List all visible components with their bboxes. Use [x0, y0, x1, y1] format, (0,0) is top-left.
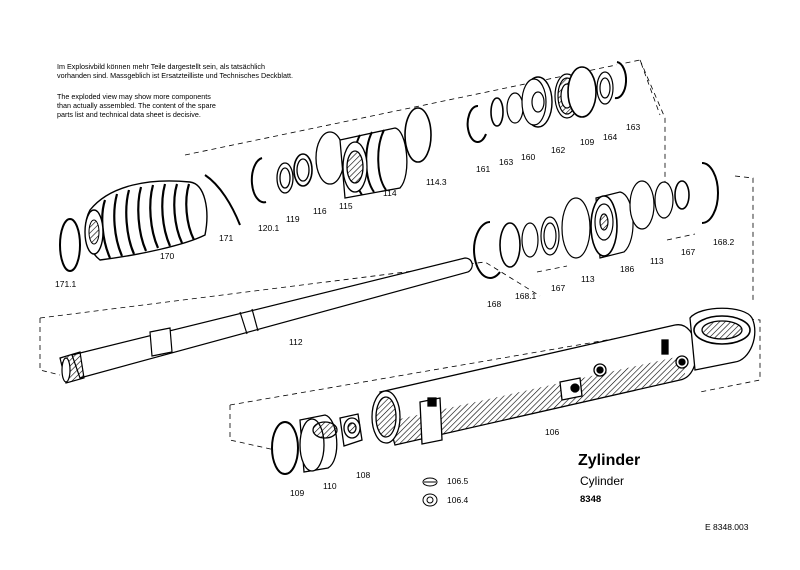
part-label-160: 160: [521, 152, 535, 162]
part-label-106-4: 106.4: [447, 495, 469, 505]
piston-group-right: [473, 162, 719, 279]
part-label-170: 170: [160, 251, 174, 261]
part-label-171-1: 171.1: [55, 279, 77, 289]
cylinder-body: [371, 307, 756, 446]
part-label-167-right: 167: [681, 247, 695, 257]
part-label-186: 186: [620, 264, 634, 274]
part-label-114: 114: [383, 188, 397, 198]
note-german: Im Explosivbild können mehr Teile darges…: [57, 62, 293, 80]
part-label-109-top: 109: [580, 137, 594, 147]
small-fastener-items: [422, 477, 438, 507]
part-label-162: 162: [551, 145, 565, 155]
part-label-167-left: 167: [551, 283, 565, 293]
part-label-168-1: 168.1: [515, 291, 537, 301]
part-label-161: 161: [476, 164, 490, 174]
part-label-119: 119: [286, 214, 300, 224]
part-label-120-1: 120.1: [258, 223, 280, 233]
note-english: The exploded view may show more componen…: [57, 92, 216, 119]
gland-group-bottom: [271, 413, 363, 475]
title-german: Zylinder: [578, 452, 641, 469]
note-german-line-1: Im Explosivbild können mehr Teile darges…: [57, 62, 266, 71]
part-label-164: 164: [603, 132, 617, 142]
piston-rod: [59, 257, 473, 384]
part-label-108: 108: [356, 470, 370, 480]
part-label-109-bottom: 109: [290, 488, 304, 498]
part-label-168: 168: [487, 299, 501, 309]
part-label-116: 116: [313, 206, 327, 216]
part-label-106: 106: [545, 427, 559, 437]
bellows-group: [59, 174, 241, 272]
part-label-168-2: 168.2: [713, 237, 735, 247]
part-label-115: 115: [339, 201, 353, 211]
part-label-163-right: 163: [626, 122, 640, 132]
note-german-line-2: vorhanden sind. Massgeblich ist Ersatzte…: [57, 71, 293, 80]
wiper-seal-group: [250, 107, 432, 204]
part-label-113-left: 113: [581, 274, 595, 284]
part-label-114-3: 114.3: [426, 177, 447, 187]
note-english-line-1: The exploded view may show more componen…: [57, 92, 211, 101]
piston-seal-group-top: [466, 61, 628, 143]
part-label-171: 171: [219, 233, 233, 243]
title-number: 8348: [580, 494, 602, 505]
part-label-112: 112: [289, 337, 303, 347]
note-english-line-2: than actually assembled. The content of …: [57, 101, 216, 110]
part-labels: 171.1 170 171 120.1 119 116 115 114 114.…: [55, 122, 735, 505]
part-label-106-5: 106.5: [447, 476, 469, 486]
part-label-163-top: 163: [499, 157, 513, 167]
document-reference: E 8348.003: [705, 522, 749, 532]
part-label-113-right: 113: [650, 256, 664, 266]
note-english-line-3: parts list and technical data sheet is d…: [57, 110, 201, 119]
title-english: Cylinder: [580, 474, 625, 488]
part-label-110: 110: [323, 481, 337, 491]
